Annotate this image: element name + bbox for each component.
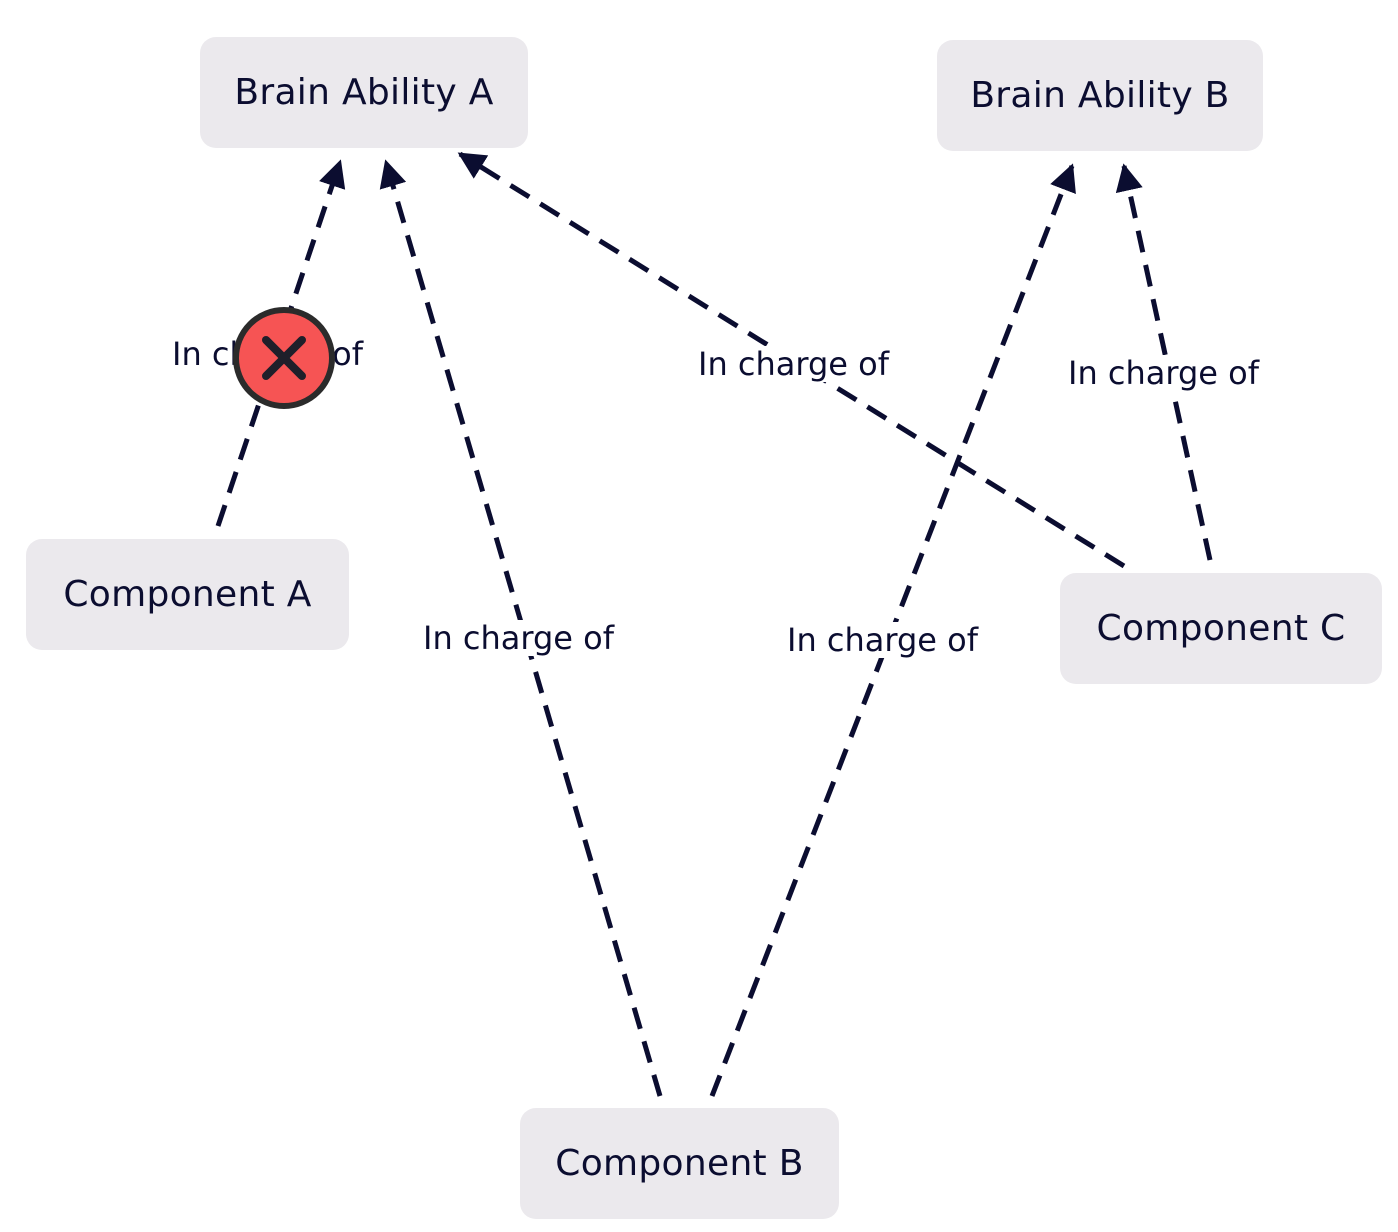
node-label: Brain Ability B — [970, 75, 1230, 116]
node-brain-ability-b[interactable]: Brain Ability B — [937, 40, 1263, 151]
node-label: Component B — [555, 1143, 804, 1184]
node-component-c[interactable]: Component C — [1060, 573, 1382, 684]
edge-component-b-to-brain-ability-a[interactable] — [379, 159, 663, 1097]
node-label: Component C — [1096, 608, 1346, 649]
node-brain-ability-a[interactable]: Brain Ability A — [200, 37, 528, 148]
edge-component-c-to-brain-ability-b[interactable] — [1115, 163, 1213, 561]
edge-label-component-c-brain-ability-a: In charge of — [694, 346, 893, 382]
edge-label-component-b-brain-ability-a: In charge of — [419, 620, 618, 656]
node-label: Brain Ability A — [234, 72, 494, 113]
node-component-b[interactable]: Component B — [520, 1108, 839, 1219]
edge-label-component-b-brain-ability-b: In charge of — [783, 622, 982, 658]
node-component-a[interactable]: Component A — [26, 539, 349, 650]
node-label: Component A — [63, 574, 312, 615]
edge-label-component-c-brain-ability-b: In charge of — [1064, 355, 1263, 391]
cross-mark-icon — [233, 307, 335, 409]
